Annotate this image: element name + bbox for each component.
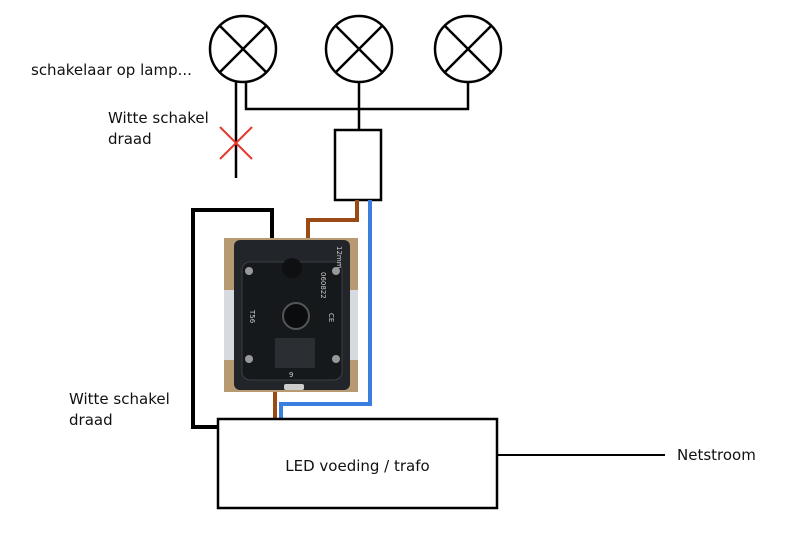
label-white-switch-wire-bottom: Witte schakel draad [69,389,170,431]
lamp-2 [324,14,394,84]
brown-wire-top [306,200,359,240]
dimmer-photo: 12mm 060822 T56 CE 9 [224,238,358,392]
label-line: draad [108,130,152,148]
label-line: Witte schakel [108,109,209,127]
label-line: Witte schakel [69,390,170,408]
lamp-1 [208,14,278,84]
label-switch-on-lamp: schakelaar op lamp... [31,61,192,79]
lamp-3 [433,14,503,84]
cut-mark-icon [219,126,253,160]
black-switch-wire [191,208,274,429]
dimmer-marking-type: T56 [248,309,256,324]
label-white-switch-wire-top: Witte schakel draad [108,108,209,150]
dimmer-marking-number: 9 [289,371,293,379]
connector-box [333,128,383,202]
blue-wire [279,200,372,419]
label-line: draad [69,411,113,429]
label-mains: Netstroom [677,446,756,464]
dimmer-marking-size: 12mm [335,246,343,269]
led-driver-box [216,417,499,510]
lamp-bus-wire [244,82,470,111]
dimmer-marking-ce: CE [327,313,335,322]
label-led-driver: LED voeding / trafo [285,457,430,475]
dimmer-marking-code: 060822 [319,272,327,299]
